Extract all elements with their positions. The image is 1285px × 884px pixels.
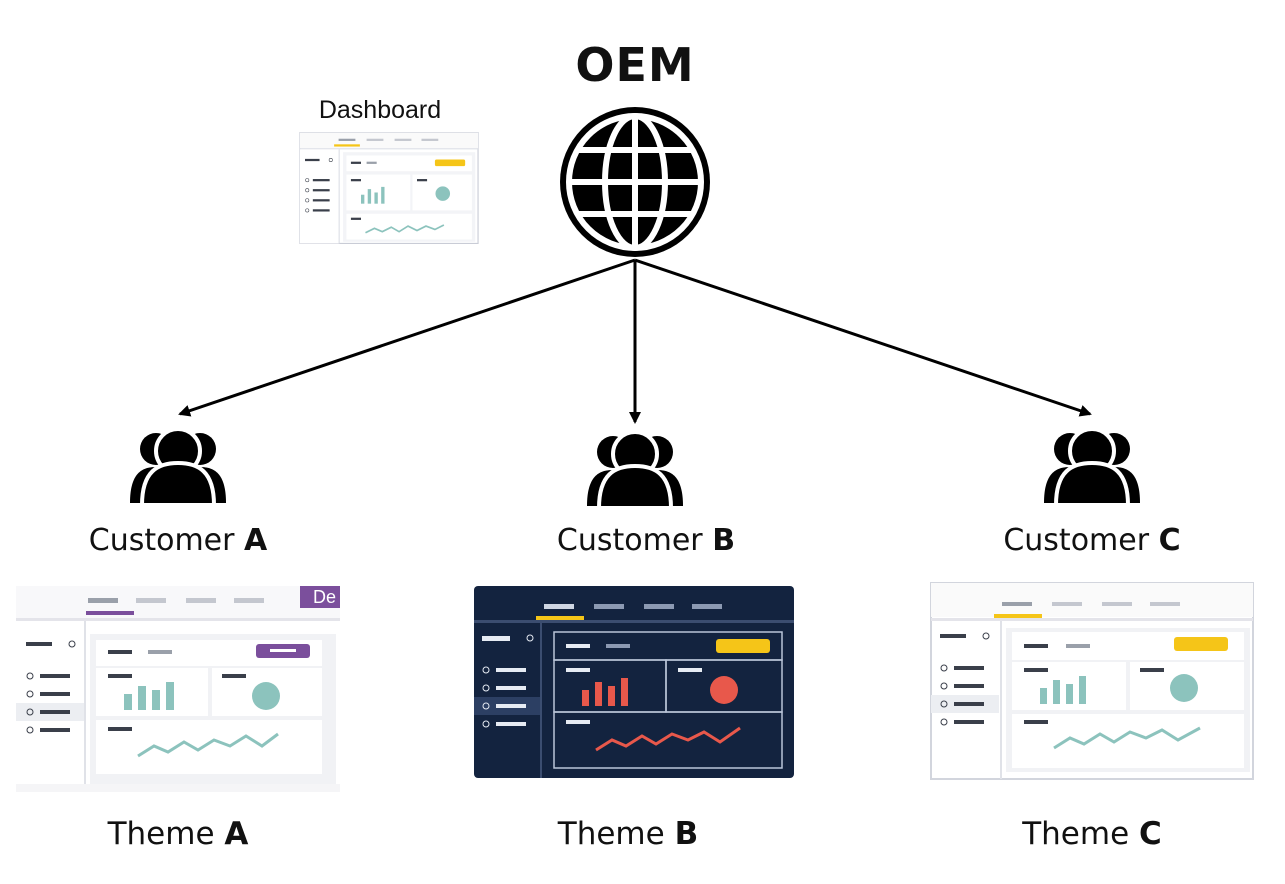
dashboard-label: Dashboard — [318, 96, 442, 124]
customer-b-label: Customer B — [556, 523, 736, 558]
dashboard-thumbnail — [299, 132, 479, 244]
theme-c-label: Theme C — [1022, 816, 1162, 852]
customer-a-label: Customer A — [88, 523, 268, 558]
users-group-icon — [130, 427, 226, 507]
theme-a-badge: De — [313, 587, 336, 607]
users-group-icon — [587, 430, 683, 510]
globe-icon — [560, 107, 710, 257]
arrow-to-customer-c — [634, 258, 1092, 417]
arrow-to-customer-a — [178, 258, 636, 417]
users-group-icon — [1044, 427, 1140, 507]
theme-b-label: Theme B — [557, 816, 699, 852]
theme-b-thumbnail — [474, 586, 794, 778]
customer-c-label: Customer C — [1003, 523, 1181, 558]
theme-a-thumbnail: De — [16, 586, 340, 792]
theme-a-label: Theme A — [107, 816, 249, 852]
oem-title: OEM — [575, 38, 695, 92]
theme-c-thumbnail — [930, 582, 1254, 780]
